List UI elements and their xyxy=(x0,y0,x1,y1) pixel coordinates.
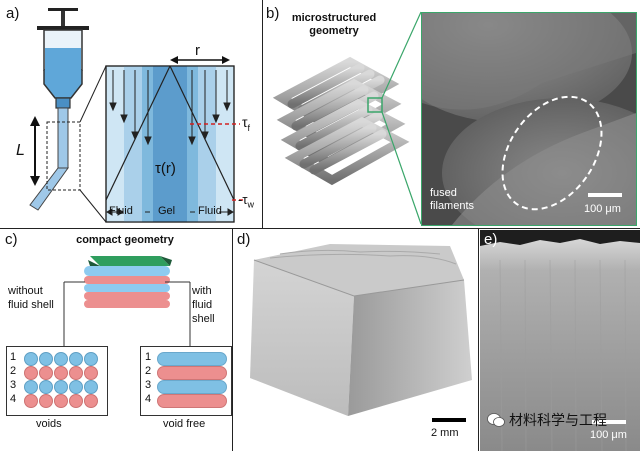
void-free-caption: void free xyxy=(163,418,206,430)
region-fluid-right: Fluid xyxy=(198,205,222,217)
fused-filaments-label: fused filaments xyxy=(430,187,475,212)
wechat-icon xyxy=(487,413,505,427)
circle xyxy=(39,380,53,394)
filament-pill xyxy=(157,394,227,408)
circle xyxy=(69,352,83,366)
panel-b-title: microstructured geometry xyxy=(291,12,377,37)
circle xyxy=(24,352,38,366)
circle xyxy=(39,394,53,408)
with-fluid-shell-label: with fluid shell xyxy=(192,285,215,325)
circle xyxy=(54,380,68,394)
divider-vertical-top xyxy=(262,0,263,228)
scale-bar-b xyxy=(588,193,622,197)
lattice-render xyxy=(272,56,410,186)
divider-vertical-bottom-right xyxy=(478,228,479,451)
circle xyxy=(54,352,68,366)
filament-pill xyxy=(157,380,227,394)
compact-cube-render xyxy=(250,244,472,416)
voids-caption: voids xyxy=(36,418,62,430)
sem-texture-e xyxy=(480,230,640,451)
sem-texture-b xyxy=(422,13,636,225)
row-number-3-right: 3 xyxy=(145,379,152,391)
c-connectors xyxy=(63,281,191,346)
divider-vertical-bottom-left xyxy=(232,228,233,451)
panel-e-label: e) xyxy=(484,231,498,248)
sem-image-b xyxy=(421,12,637,226)
scale-bar-d-label: 2 mm xyxy=(431,427,459,439)
void-free-box xyxy=(140,346,232,416)
circle xyxy=(69,366,83,380)
panel-d-label: d) xyxy=(237,231,251,248)
syringe-nozzle-diagram xyxy=(29,8,246,223)
tau-f-label: τf xyxy=(242,114,251,133)
circle xyxy=(84,394,98,408)
radius-symbol: r xyxy=(195,42,200,59)
tau-w-label: -τw xyxy=(238,192,254,210)
sem-image-e xyxy=(480,230,640,451)
scale-bar-e xyxy=(592,420,626,424)
circle xyxy=(54,394,68,408)
circle xyxy=(24,366,38,380)
row-number-2-right: 2 xyxy=(145,365,152,377)
voids-box xyxy=(6,346,108,416)
panel-a-label: a) xyxy=(6,5,20,22)
row-number-4-right: 4 xyxy=(145,393,152,405)
row-number-1-right: 1 xyxy=(145,351,152,363)
circle xyxy=(24,394,38,408)
watermark-text: 材料科学与工程 xyxy=(509,412,607,428)
circle xyxy=(84,366,98,380)
region-fluid-left: Fluid xyxy=(109,205,133,217)
circle xyxy=(39,352,53,366)
circle xyxy=(69,380,83,394)
row-number-4-left: 4 xyxy=(10,393,17,405)
row-number-3-left: 3 xyxy=(10,379,17,391)
length-symbol: L xyxy=(16,142,25,159)
circle xyxy=(84,380,98,394)
circle xyxy=(69,394,83,408)
panel-c-label: c) xyxy=(5,231,18,248)
filament-pill xyxy=(157,352,227,366)
circle xyxy=(39,366,53,380)
circle xyxy=(84,352,98,366)
watermark: 材料科学与工程 xyxy=(487,410,607,430)
stress-profile-label: τ(r) xyxy=(155,160,176,177)
divider-horizontal xyxy=(0,228,640,229)
circle xyxy=(24,380,38,394)
row-number-2-left: 2 xyxy=(10,365,17,377)
region-gel: Gel xyxy=(158,205,176,217)
panel-c-title: compact geometry xyxy=(76,234,174,246)
zoom-connector-b xyxy=(381,11,422,225)
without-fluid-shell-label: without fluid shell xyxy=(8,285,54,311)
row-number-1-left: 1 xyxy=(10,351,17,363)
circle xyxy=(54,366,68,380)
scale-bar-e-label: 100 μm xyxy=(590,429,627,441)
panel-b-label: b) xyxy=(266,5,280,22)
scale-bar-b-label: 100 μm xyxy=(584,203,621,215)
scale-bar-d xyxy=(432,418,466,422)
compact-stack xyxy=(84,256,172,308)
filament-pill xyxy=(157,366,227,380)
